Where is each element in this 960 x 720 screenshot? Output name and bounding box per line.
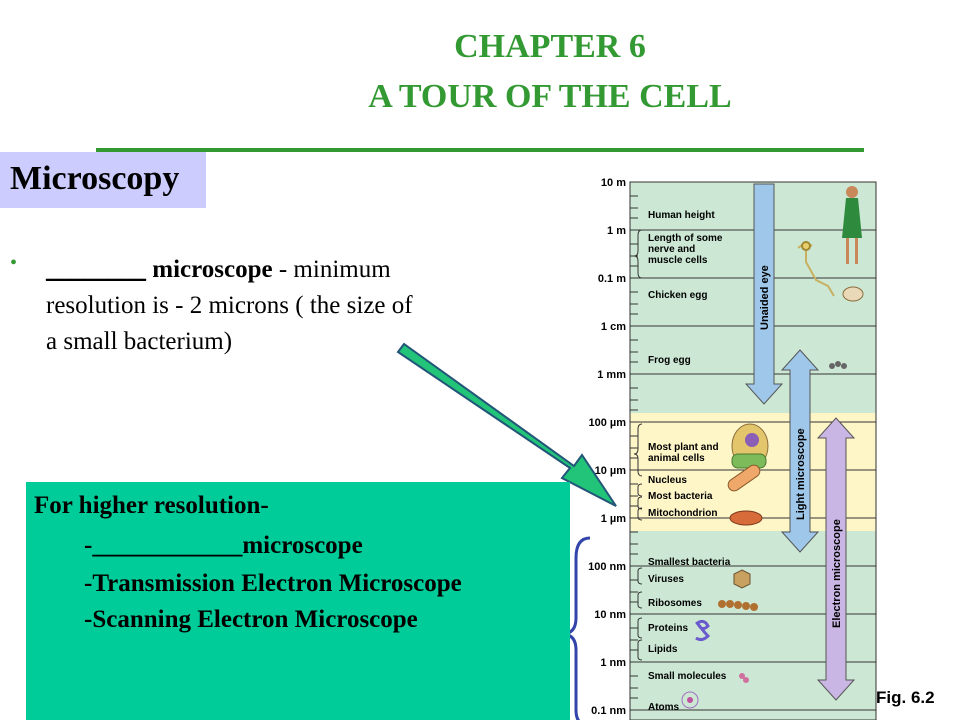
figure-label: Fig. 6.2 (876, 688, 935, 707)
nerve-cell-image (797, 240, 835, 297)
bullet-dash: - (272, 256, 288, 283)
item-label: Nucleus (648, 475, 687, 486)
arrow-label: Light microscope (795, 428, 807, 520)
small-molecule-image (739, 673, 749, 683)
scale-label: 1 nm (600, 657, 626, 669)
item-label: Smallest bacteria (648, 557, 731, 568)
scale-label: 100 µm (588, 417, 626, 429)
scale-label: 1 mm (597, 369, 626, 381)
scale-label: 0.1 nm (591, 705, 626, 717)
fill-in-blank: ________ (46, 256, 146, 283)
item-label: Atoms (648, 702, 680, 713)
frog-egg-image (829, 361, 847, 369)
item1-prefix: - (84, 532, 93, 559)
scale-label: 1 cm (601, 321, 626, 333)
unaided-eye-arrow: Unaided eye (744, 183, 784, 405)
section-heading-tab: Microscopy (0, 152, 206, 208)
pointer-arrow (396, 342, 617, 507)
item-label: muscle cells (648, 255, 708, 266)
atom-image (681, 691, 699, 709)
bullet-rest: minimum resolution is - 2 microns ( the … (46, 256, 413, 355)
item-label: Human height (648, 210, 715, 221)
light-microscope-arrow: Light microscope (780, 349, 820, 553)
scale-label: 100 nm (588, 561, 626, 573)
item1-blank: ____________ (92, 532, 243, 559)
scale-label: 1 µm (601, 513, 627, 525)
item-label: Small molecules (648, 671, 727, 682)
arrow-label: Electron microscope (831, 519, 843, 628)
scale-label: 1 m (607, 225, 626, 237)
item-label: Chicken egg (648, 290, 707, 301)
scale-label: 0.1 m (598, 273, 626, 285)
higher-resolution-box: For higher resolution- -____________micr… (26, 482, 570, 720)
item-label: Proteins (648, 623, 688, 634)
item-label: Length of some (648, 233, 723, 244)
item-label: Mitochondrion (648, 508, 717, 519)
higher-resolution-heading: For higher resolution- (34, 492, 269, 519)
arrow-label: Unaided eye (759, 265, 771, 330)
item-label: animal cells (648, 453, 705, 464)
item1-suffix: microscope (242, 532, 363, 559)
section-heading: Microscopy (10, 160, 180, 197)
chapter-number: CHAPTER 6 (454, 28, 646, 65)
chapter-title: CHAPTER 6 A TOUR OF THE CELL (300, 22, 800, 122)
higher-resolution-item1: -____________microscope (84, 532, 363, 560)
item-label: Most plant and (648, 442, 719, 453)
item-label: nerve and (648, 244, 695, 255)
item-label: Frog egg (648, 355, 691, 366)
bullet-keyword: microscope (152, 256, 273, 283)
higher-resolution-item2: -Transmission Electron Microscope (84, 570, 462, 597)
scale-label: 10 m (601, 177, 626, 189)
item-label: Lipids (648, 644, 678, 655)
chicken-egg-image (842, 286, 864, 302)
human-figure-image (842, 186, 862, 264)
higher-resolution-item3: -Scanning Electron Microscope (84, 606, 418, 633)
scale-label: 10 µm (595, 465, 627, 477)
chapter-name: A TOUR OF THE CELL (368, 78, 732, 115)
electron-microscope-arrow: Electron microscope (816, 417, 856, 701)
virus-image (733, 569, 751, 589)
mitochondrion-image (729, 510, 763, 526)
bullet-marker: • (10, 252, 18, 274)
item-label: Most bacteria (648, 491, 713, 502)
item-label: Viruses (648, 574, 684, 585)
scale-label: 10 nm (594, 609, 626, 621)
title-divider (96, 148, 864, 152)
ribosome-image (718, 600, 758, 611)
item-label: Ribosomes (648, 598, 702, 609)
animal-cell-image (731, 423, 769, 469)
bullet-text: ________ microscope - minimum resolution… (46, 252, 426, 360)
bacterium-image (727, 464, 761, 492)
protein-image (695, 619, 711, 642)
